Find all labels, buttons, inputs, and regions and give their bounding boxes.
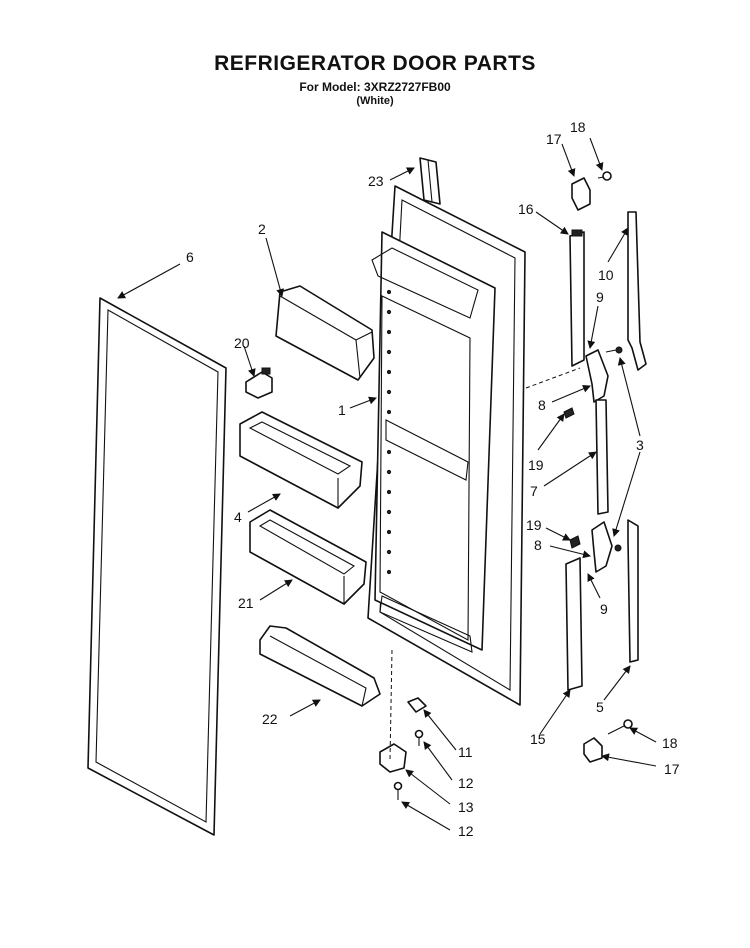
callout-15: 15 (530, 731, 546, 747)
callout-18-upper: 18 (570, 119, 586, 135)
part-8-handle-cap-lower (591, 521, 613, 573)
part-20-bracket-clip (245, 367, 273, 399)
part-12-bearing-lower (393, 781, 403, 800)
part-18-hinge-screw-lower (607, 719, 633, 735)
part-23-trim-strip (419, 157, 441, 205)
door-shelf-holes (386, 289, 392, 575)
part-2-shelf-cover (275, 285, 375, 381)
callout-19-upper: 19 (528, 457, 544, 473)
callout-17-upper: 17 (546, 131, 562, 147)
part-6-door-gasket (87, 297, 227, 836)
part-19-screw-lower (569, 535, 581, 549)
callout-labels: 23 17 18 16 2 6 10 9 20 1 8 3 19 4 7 19 … (186, 119, 680, 839)
callout-9-lower: 9 (600, 601, 608, 617)
part-22-dairy-bin (259, 625, 381, 707)
callout-1: 1 (338, 402, 346, 418)
part-11-hinge-bushing (407, 697, 427, 713)
callout-21: 21 (238, 595, 254, 611)
part-10-handle-trim (627, 211, 647, 371)
callout-22: 22 (262, 711, 278, 727)
part-4-door-bin (239, 411, 363, 509)
callout-20: 20 (234, 335, 250, 351)
callout-5: 5 (596, 699, 604, 715)
callout-7: 7 (530, 483, 538, 499)
part-8-handle-cap-upper (585, 349, 609, 403)
callout-8-upper: 8 (538, 397, 546, 413)
part-9-cap-screw-upper (605, 346, 623, 354)
part-9-cap-screw-lower (614, 544, 622, 552)
alignment-line-hinge (389, 649, 393, 761)
callout-18-lower: 18 (662, 735, 678, 751)
part-7-handle (595, 399, 609, 515)
part-19-screw-upper (563, 407, 575, 419)
callout-13: 13 (458, 799, 474, 815)
callout-2: 2 (258, 221, 266, 237)
page-title: REFRIGERATOR DOOR PARTS (214, 52, 536, 75)
part-17-upper-hinge (571, 177, 591, 211)
part-17-lower-hinge (583, 737, 603, 763)
leader-lines (117, 137, 657, 831)
callout-10: 10 (598, 267, 614, 283)
part-5-lower-trim (627, 519, 639, 663)
callout-12-lower: 12 (458, 823, 474, 839)
callout-16: 16 (518, 201, 534, 217)
part-18-hinge-screw-upper (597, 171, 612, 181)
part-15-lower-rail (565, 557, 583, 691)
callout-23: 23 (368, 173, 384, 189)
callout-11: 11 (458, 744, 473, 760)
part-13-lower-hinge (379, 743, 407, 773)
alignment-line-upper-hinge (525, 367, 581, 389)
callout-12-upper: 12 (458, 775, 474, 791)
callout-19-lower: 19 (526, 517, 542, 533)
part-16-hinge-rail (569, 229, 585, 367)
color-variant: (White) (356, 95, 394, 107)
callout-17-lower: 17 (664, 761, 680, 777)
part-21-door-bin (249, 509, 367, 605)
callout-8-lower: 8 (534, 537, 542, 553)
part-1-door-liner (367, 185, 526, 706)
part-12-bearing-upper (414, 729, 424, 746)
model-number: For Model: 3XRZ2727FB00 (299, 80, 451, 94)
callout-9-upper: 9 (596, 289, 604, 305)
callout-4: 4 (234, 509, 242, 525)
callout-6: 6 (186, 249, 194, 265)
callout-3: 3 (636, 437, 644, 453)
